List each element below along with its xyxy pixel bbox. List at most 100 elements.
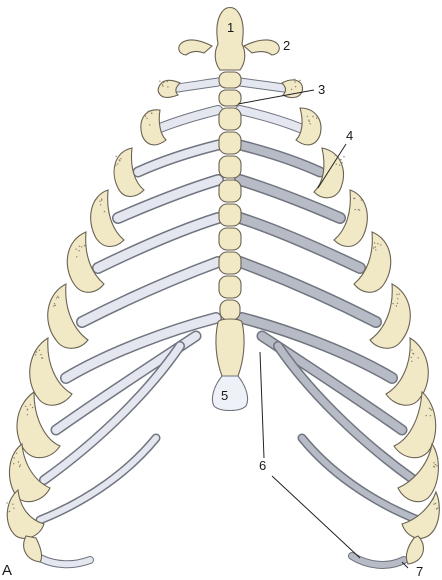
speckle-dot — [84, 245, 85, 246]
speckle-dot — [308, 120, 309, 121]
speckle-dot — [430, 415, 431, 416]
speckle-dot — [431, 409, 432, 410]
speckle-dot — [9, 511, 10, 512]
speckle-dot — [79, 246, 80, 247]
speckle-dot — [119, 159, 120, 160]
rib-1-right — [244, 40, 279, 55]
label-7: 7 — [416, 564, 423, 579]
speckle-dot — [374, 242, 375, 243]
label-5: 5 — [221, 388, 228, 403]
rib-12-right — [406, 536, 423, 564]
speckle-dot — [6, 502, 7, 503]
speckle-dot — [299, 80, 300, 81]
speckle-dot — [434, 466, 435, 467]
rib-row-12 — [24, 536, 424, 565]
speckle-dot — [392, 303, 393, 304]
speckle-dot — [100, 204, 101, 205]
speckle-dot — [13, 463, 14, 464]
speckle-dot — [436, 465, 437, 466]
speckle-dot — [433, 504, 434, 505]
speckle-dot — [294, 81, 295, 82]
speckle-dot — [435, 464, 436, 465]
speckle-dot — [56, 297, 57, 298]
speckle-dot — [316, 118, 317, 119]
label-2: 2 — [283, 38, 290, 53]
speckle-dot — [149, 124, 150, 125]
speckle-dot — [151, 113, 152, 114]
speckle-dot — [41, 357, 42, 358]
speckle-dot — [57, 296, 58, 297]
speckle-dot — [433, 462, 434, 463]
speckle-dot — [340, 159, 341, 160]
speckle-dot — [55, 305, 56, 306]
speckle-dot — [295, 86, 296, 87]
speckle-dot — [40, 354, 41, 355]
manubrium — [215, 8, 245, 71]
speckle-dot — [433, 412, 434, 413]
speckle-dot — [294, 79, 295, 80]
speckle-dot — [339, 165, 340, 166]
xiphoid-process — [212, 376, 247, 411]
speckle-dot — [437, 458, 438, 459]
rib-1-left — [179, 40, 212, 55]
speckle-dot — [39, 350, 40, 351]
sternum — [212, 8, 247, 411]
speckle-dot — [361, 199, 362, 200]
speckle-dot — [30, 404, 31, 405]
speckle-dot — [53, 305, 54, 306]
speckle-dot — [380, 244, 381, 245]
speckle-dot — [16, 453, 17, 454]
speckle-dot — [355, 209, 356, 210]
speckle-dot — [76, 256, 77, 257]
speckle-dot — [32, 407, 33, 408]
speckle-dot — [117, 163, 118, 164]
speckle-dot — [159, 81, 160, 82]
speckle-dot — [353, 198, 354, 199]
speckle-dot — [433, 498, 434, 499]
speckle-dot — [9, 503, 10, 504]
label-6: 6 — [259, 458, 266, 473]
speckle-dot — [411, 357, 412, 358]
speckle-dot — [291, 89, 292, 90]
speckle-dot — [358, 209, 359, 210]
speckle-dot — [14, 457, 15, 458]
speckle-dot — [120, 158, 121, 159]
speckle-dot — [435, 503, 436, 504]
speckle-dot — [343, 156, 344, 157]
speckle-dot — [7, 511, 8, 512]
speckle-dot — [309, 123, 310, 124]
speckle-dot — [76, 249, 77, 250]
speckle-dot — [162, 84, 163, 85]
speckle-dot — [307, 116, 308, 117]
speckle-dot — [375, 249, 376, 250]
speckle-dot — [12, 504, 13, 505]
label-3: 3 — [318, 82, 325, 97]
speckle-dot — [359, 210, 360, 211]
speckle-dot — [396, 305, 397, 306]
speckle-dot — [146, 118, 147, 119]
speckle-dot — [438, 505, 439, 506]
speckle-dot — [375, 246, 376, 247]
speckle-dot — [426, 415, 427, 416]
speckle-dot — [397, 303, 398, 304]
speckle-dot — [162, 85, 163, 86]
speckle-dot — [411, 361, 412, 362]
speckle-dot — [20, 464, 21, 465]
leader-6b — [272, 476, 360, 558]
speckle-dot — [116, 156, 117, 157]
xiphoid-upper — [216, 319, 244, 376]
speckle-dot — [145, 116, 146, 117]
speckle-dot — [163, 82, 164, 83]
speckle-dot — [58, 297, 59, 298]
speckle-dot — [54, 303, 55, 304]
speckle-dot — [147, 111, 148, 112]
speckle-dot — [373, 247, 374, 248]
speckle-dot — [115, 165, 116, 166]
speckle-dot — [312, 116, 313, 117]
speckle-dot — [167, 81, 168, 82]
speckle-dot — [101, 200, 102, 201]
speckle-dot — [25, 406, 26, 407]
label-1: 1 — [227, 20, 234, 35]
speckle-dot — [336, 163, 337, 164]
